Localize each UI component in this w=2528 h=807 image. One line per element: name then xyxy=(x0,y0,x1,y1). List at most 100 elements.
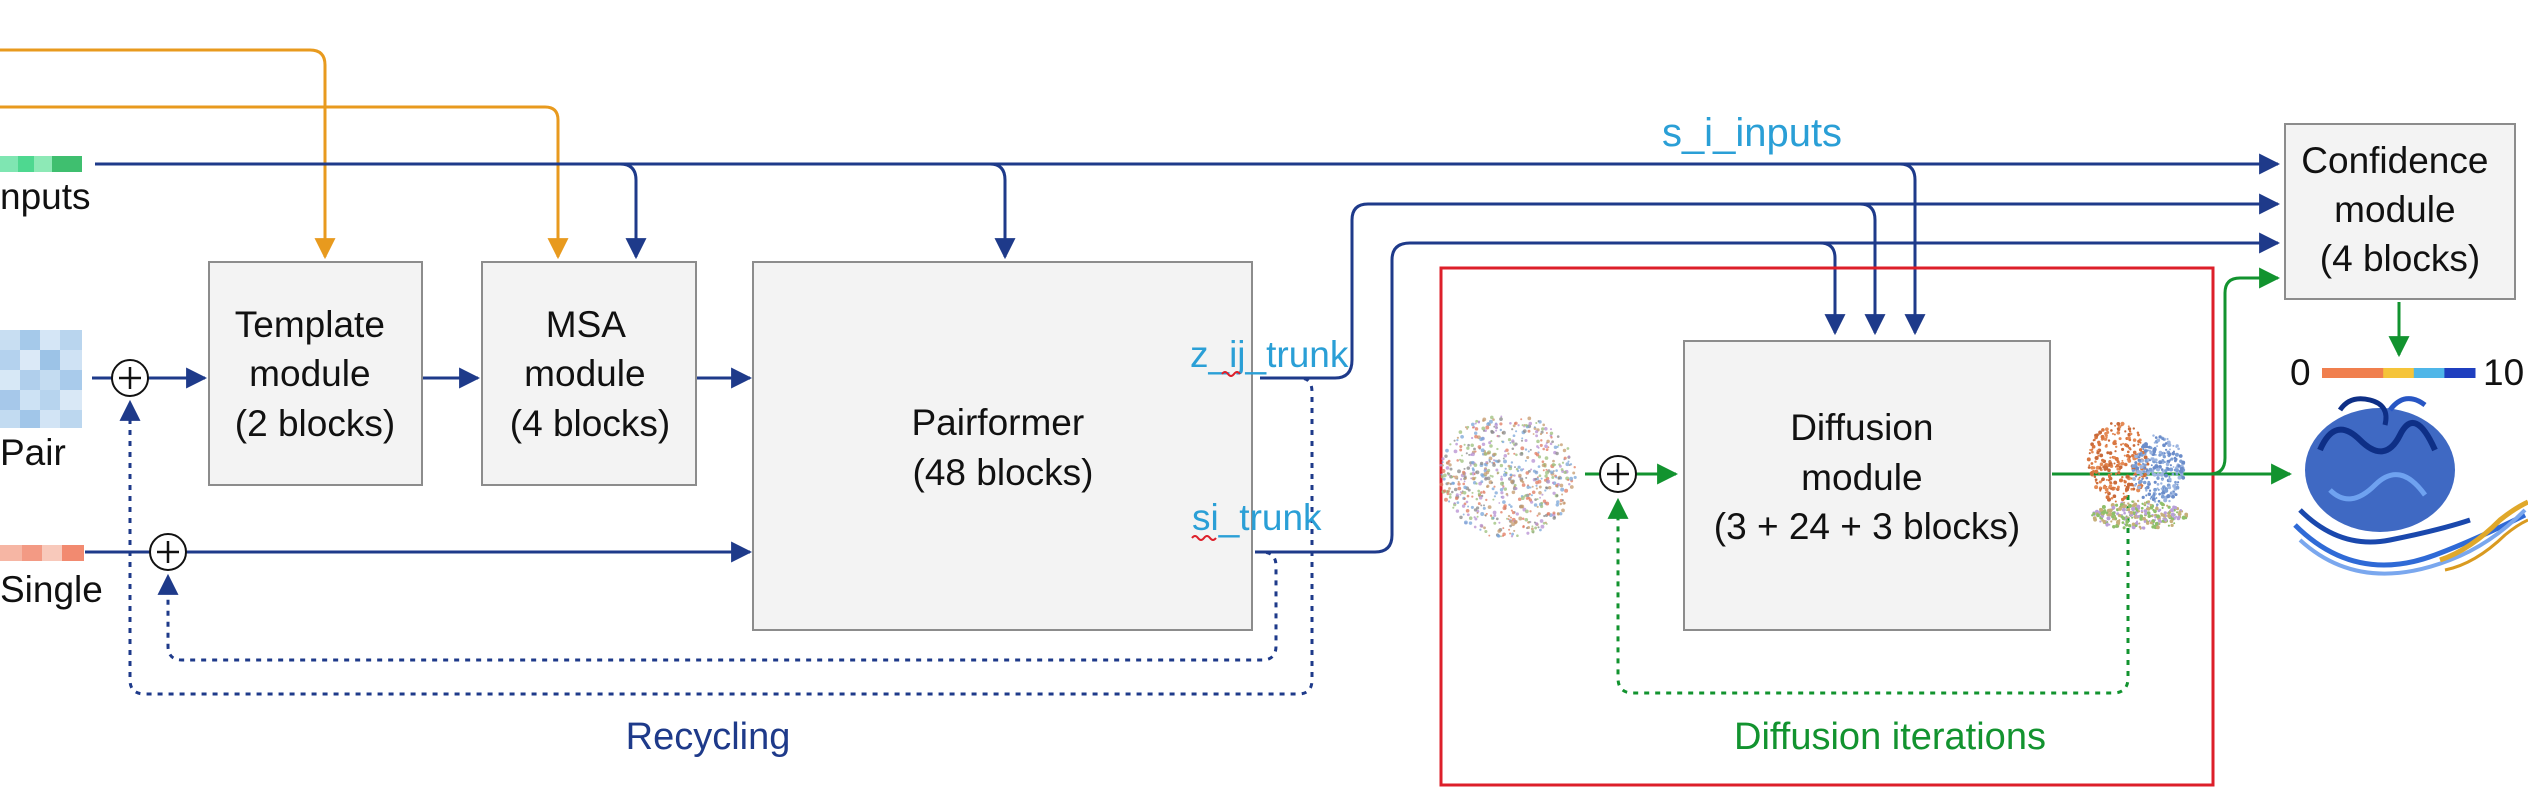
structure-atom xyxy=(2117,471,2121,475)
noise-point xyxy=(1489,514,1493,517)
noise-point xyxy=(1572,471,1576,475)
structure-atom xyxy=(2137,462,2141,466)
structure-atom xyxy=(2089,472,2093,476)
noise-point xyxy=(1510,509,1513,512)
noise-point xyxy=(1555,484,1559,488)
noise-point xyxy=(1573,475,1577,479)
structure-atom xyxy=(2124,462,2128,467)
noise-point xyxy=(1516,534,1519,537)
structure-atom xyxy=(2143,520,2147,523)
noise-point xyxy=(1527,450,1530,453)
z-ij-trunk-spell-underline xyxy=(1221,371,1241,377)
structure-atom xyxy=(2156,503,2159,506)
noise-point xyxy=(1475,482,1478,485)
structure-atom xyxy=(2150,457,2155,462)
noise-point xyxy=(1525,509,1529,514)
noise-point xyxy=(1482,429,1485,432)
noise-point xyxy=(1520,439,1524,442)
single-label: Single xyxy=(0,569,103,610)
noise-point xyxy=(1473,525,1477,529)
structure-atom xyxy=(2142,448,2145,451)
noise-point xyxy=(1474,517,1478,521)
structure-atom xyxy=(2157,499,2161,503)
noise-point xyxy=(1544,489,1547,492)
noise-point xyxy=(1475,497,1479,501)
noise-point xyxy=(1521,483,1526,487)
structure-atom xyxy=(2147,480,2151,484)
noise-point xyxy=(1451,490,1454,494)
noise-point xyxy=(1471,495,1474,498)
structure-atom xyxy=(2110,496,2114,500)
noise-point xyxy=(1517,465,1521,469)
structure-atom xyxy=(2137,510,2141,513)
structure-atom xyxy=(2129,511,2134,515)
structure-atom xyxy=(2143,509,2148,513)
structure-atom xyxy=(2140,509,2143,513)
noise-point xyxy=(1553,445,1558,450)
structure-atom xyxy=(2166,494,2171,499)
noise-point xyxy=(1551,463,1556,467)
structure-atom xyxy=(2157,509,2161,513)
noise-point xyxy=(1551,476,1555,479)
noise-point xyxy=(1511,532,1515,536)
noise-point xyxy=(1492,452,1496,457)
structure-atom xyxy=(2128,438,2132,442)
structure-atom xyxy=(2145,445,2149,449)
noise-point xyxy=(1528,493,1532,496)
noise-point xyxy=(1481,426,1486,431)
structure-atom xyxy=(2166,467,2170,471)
structure-atom xyxy=(2138,522,2141,525)
noise-point xyxy=(1561,508,1565,513)
noise-point xyxy=(1473,463,1478,467)
predicted-structure-image xyxy=(2293,396,2528,576)
structure-atom xyxy=(2128,503,2132,508)
noise-point-cloud xyxy=(1439,415,1577,538)
confidence-module-label: Confidence module (4 blocks) xyxy=(2301,140,2498,279)
structure-atom xyxy=(2147,492,2152,497)
noise-point xyxy=(1462,482,1466,486)
noise-point xyxy=(1484,468,1487,471)
structure-atom xyxy=(2132,468,2135,472)
structure-atom xyxy=(2146,471,2151,475)
noise-point xyxy=(1537,455,1542,459)
structure-atom xyxy=(2094,460,2097,463)
noise-point xyxy=(1513,520,1518,524)
noise-point xyxy=(1468,516,1473,520)
diffusion-module-label: Diffusion module (3 + 24 + 3 blocks) xyxy=(1714,407,2020,547)
structure-atom xyxy=(2172,444,2175,447)
noise-point xyxy=(1478,481,1482,486)
noise-point xyxy=(1515,512,1519,516)
structure-atom xyxy=(2138,481,2141,485)
noise-point xyxy=(1470,436,1474,440)
pair-feature-grid xyxy=(0,330,82,428)
structure-atom xyxy=(2116,519,2121,524)
noise-point xyxy=(1439,463,1443,467)
structure-atom xyxy=(2172,490,2175,493)
noise-point xyxy=(1540,439,1543,442)
noise-point xyxy=(1542,447,1545,451)
structure-atom xyxy=(2161,479,2164,482)
noise-point xyxy=(1466,425,1470,429)
noise-point xyxy=(1475,506,1480,510)
noise-point xyxy=(1466,446,1470,450)
noise-point xyxy=(1479,523,1484,528)
structure-atom xyxy=(2125,485,2130,490)
structure-atom xyxy=(2092,439,2095,442)
inputs-feature-bar xyxy=(0,156,82,172)
noise-point xyxy=(1519,452,1524,456)
confidence-scale-segment xyxy=(2322,368,2354,378)
noise-point xyxy=(1506,517,1508,520)
structure-atom xyxy=(2148,489,2152,492)
noise-point xyxy=(1465,500,1469,504)
structure-atom xyxy=(2135,466,2140,471)
noise-point xyxy=(1448,500,1451,503)
noise-point xyxy=(1494,459,1498,463)
pairformer-label: Pairformer (48 blocks) xyxy=(912,402,1095,493)
noise-point xyxy=(1481,436,1485,440)
structure-atom xyxy=(2169,467,2174,472)
noise-point xyxy=(1509,532,1512,535)
structure-atom xyxy=(2160,502,2165,507)
structure-atom xyxy=(2161,452,2164,455)
structure-atom xyxy=(2090,465,2095,470)
structure-atom xyxy=(2167,505,2171,509)
